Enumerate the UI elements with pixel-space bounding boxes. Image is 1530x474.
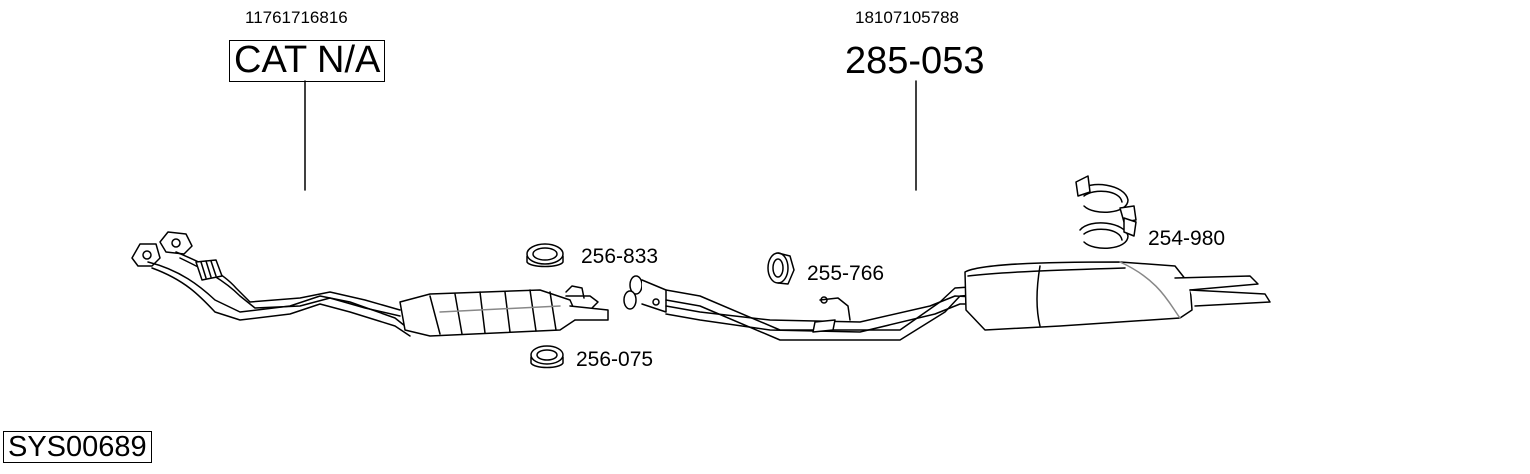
front-downpipe-section (131, 231, 411, 337)
catalytic-converter (399, 285, 609, 337)
cat-title: CAT N/A (229, 40, 386, 82)
rubber-hanger-icon (767, 252, 795, 285)
rear-assembly-title: 285-053 (845, 40, 985, 82)
part-label-256-075: 256-075 (576, 348, 654, 371)
centre-pipe-section (623, 275, 1001, 341)
gasket-ring-icon (526, 243, 564, 268)
part-label-254-980: 254-980 (1148, 227, 1226, 250)
part-label-255-766: 255-766 (807, 262, 885, 285)
system-code: SYS00689 (3, 431, 152, 464)
pipe-clamp-icon (1075, 175, 1137, 223)
rear-silencer (964, 261, 1271, 331)
rear-oem-number: 18107105788 (855, 8, 960, 27)
part-label-256-833: 256-833 (581, 245, 659, 268)
cat-oem-number: 11761716816 (245, 8, 348, 27)
gasket-ring-icon (530, 345, 564, 369)
pipe-clamp-icon (1079, 217, 1137, 249)
